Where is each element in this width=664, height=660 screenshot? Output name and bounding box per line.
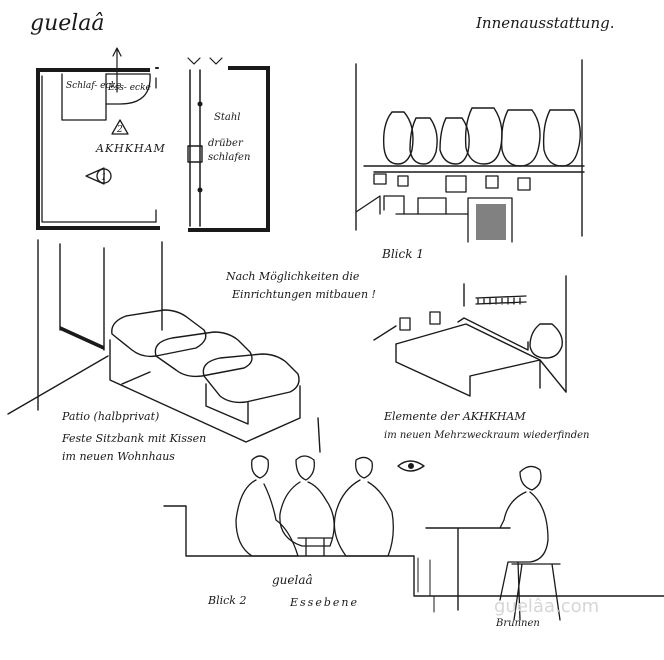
watermark: guelâa.com <box>494 596 599 617</box>
view-marker-2-icon <box>111 119 129 135</box>
jar-icon <box>409 117 438 165</box>
patio-walls <box>37 239 163 411</box>
wall-niche <box>429 311 441 325</box>
patio-caption-1: Patio (halbprivat) <box>61 410 159 423</box>
section-plan-column <box>189 69 201 227</box>
stool <box>511 563 561 621</box>
wall-niche <box>399 317 411 331</box>
room-name-akhkham: AKHKHAM <box>95 142 166 155</box>
person-head-icon <box>355 456 373 479</box>
eye-pupil-icon <box>408 463 414 469</box>
jar-icon <box>529 323 563 359</box>
blick-2-sketch: guelaâ Blick 2 Essebene Brunnen <box>163 455 664 629</box>
blick-1-sketch: Blick 1 <box>355 59 585 261</box>
wall-niche <box>397 175 409 187</box>
note-line-2: Einrichtungen mitbauen ! <box>231 288 376 301</box>
seated-person-figure <box>333 479 394 557</box>
jar-icon <box>464 107 503 165</box>
patio-corner-line <box>317 417 321 453</box>
jar-icon <box>382 111 414 165</box>
caption-blick-1: Blick 1 <box>381 247 424 261</box>
label-schlafen: schlafen <box>208 152 250 163</box>
akhkham-walls <box>463 275 567 393</box>
section-plan-dot <box>197 101 203 107</box>
akhkham-caption-1: Elemente der AKHKHAM <box>383 410 526 423</box>
wall-niche <box>445 175 467 193</box>
label-stahl: Stahl <box>214 112 240 123</box>
eye-icon <box>397 460 425 472</box>
patio-window-sill <box>60 326 104 350</box>
section-plan-dot <box>197 187 203 193</box>
view-marker-1-icon <box>85 167 105 185</box>
bench-base-edge <box>121 371 151 385</box>
wall-niche <box>485 175 499 189</box>
wall-niche <box>517 177 531 191</box>
floor-plan: Schlaf- ecke Ess- ecke 2 AKHKHAM 1 <box>36 47 166 230</box>
bench-front <box>205 383 249 425</box>
person-head-icon <box>251 455 269 479</box>
title-innenausstattung: Innenausstattung. <box>475 14 615 32</box>
seated-person-figure <box>499 491 549 621</box>
high-table <box>425 527 511 611</box>
section-plan: Stahl drüber schlafen <box>187 57 270 232</box>
label-schlafecke: Schlaf- ecke <box>66 81 121 91</box>
blick1-lower-openings <box>355 195 447 215</box>
label-guelaa-bottom: guelaâ <box>272 573 313 587</box>
label-essebene: Essebene <box>289 596 359 609</box>
cushion-icon <box>202 353 300 404</box>
jar-icon <box>500 109 541 167</box>
label-drueber: drüber <box>208 138 244 149</box>
akhkham-platform <box>395 323 541 397</box>
akhkham-edge <box>539 359 567 393</box>
akhkham-grille <box>475 295 527 305</box>
cushion-icon <box>154 331 253 378</box>
north-arrow-icon <box>112 47 122 93</box>
floor-plan-essecke-arc <box>105 73 151 105</box>
patio-sketch: Patio (halbprivat) Feste Sitzbank mit Ki… <box>7 239 321 463</box>
bench-base <box>109 339 301 443</box>
section-marker-left-icon <box>187 57 201 65</box>
akhkham-step <box>457 317 529 351</box>
note-line-1: Nach Möglichkeiten die <box>225 270 360 283</box>
akhkham-caption-2: im neuen Mehrzweckraum wiederfinden <box>384 430 589 441</box>
dimension-lines <box>417 557 435 613</box>
patio-caption-3: im neuen Wohnhaus <box>62 450 175 463</box>
floor-plan-schlafecke-box <box>61 73 107 121</box>
view-marker-1-circle <box>96 168 112 184</box>
title-guelaa: guelaâ <box>30 11 105 36</box>
akhkham-floor-stub <box>373 325 397 341</box>
blick1-oven <box>467 197 513 243</box>
blick1-oven-opening <box>476 204 506 240</box>
label-essecke: Ess- ecke <box>107 83 151 93</box>
label-blick-2: Blick 2 <box>207 594 246 607</box>
jar-icon <box>542 109 581 167</box>
jar-icon <box>439 117 470 165</box>
wall-niche <box>373 173 387 185</box>
seated-person-figure <box>235 479 299 557</box>
low-table <box>297 537 333 557</box>
marker-1-label: 1 <box>101 173 107 183</box>
cushion-icon <box>111 309 207 358</box>
person-head-icon <box>519 465 542 491</box>
person-head-icon <box>295 455 315 481</box>
floor-plan-wall-inner <box>41 75 157 223</box>
section-plan-block <box>187 145 203 163</box>
seated-person-figure <box>279 481 335 547</box>
blick1-shelf <box>363 165 585 173</box>
akhkham-sketch: Elemente der AKHKHAM im neuen Mehrzweckr… <box>373 275 589 441</box>
section-marker-right-icon <box>209 57 223 65</box>
patio-floor-line <box>7 355 109 415</box>
label-brunnen: Brunnen <box>495 618 540 629</box>
patio-caption-2: Feste Sitzbank mit Kissen <box>61 432 206 445</box>
marker-2-label: 2 <box>116 125 123 135</box>
blick2-ground-line <box>163 505 664 597</box>
